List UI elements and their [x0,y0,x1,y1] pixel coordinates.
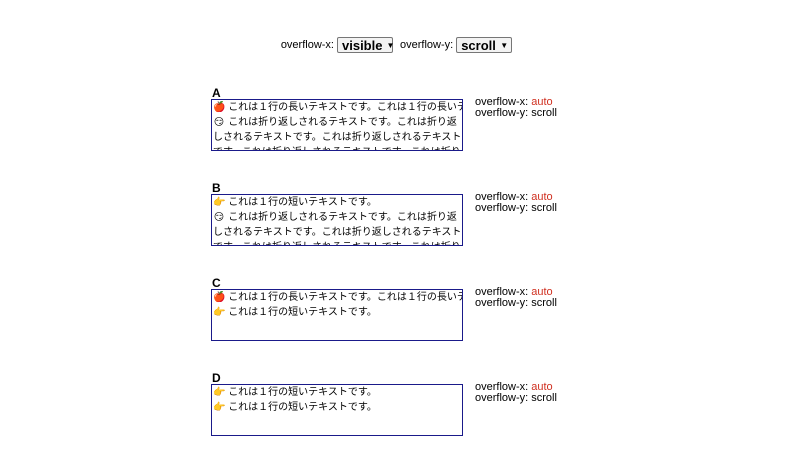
case-label: D [212,371,221,385]
overflow-y-label: overflow-y: [400,39,454,51]
case-label: B [212,181,221,195]
wrap-text: これは折り返しされるテキストです。これは折り返しされるテキストです。これは折り返… [213,117,462,150]
info-x-value: auto [531,191,553,203]
info-x-value: auto [531,96,553,108]
text-line: 🍎 これは１行の長いテキストです。これは１行の長いテキストです。 [212,290,462,305]
wrap-text-block: 😏 これは折り返しされるテキストです。これは折り返しされるテキストです。これは折… [212,115,462,150]
text-line: 👉 これは１行の短いテキストです。 [212,195,462,210]
overflow-info: overflow-x: auto overflow-y: scroll [475,287,557,309]
short-text: これは１行の短いテキストです。 [228,307,377,318]
info-x-value: auto [531,381,553,393]
scroll-box-a[interactable]: 🍎 これは１行の長いテキストです。これは１行の長いテキストです。 😏 これは折り… [211,99,463,151]
pointing-right-icon: 👉 [213,197,226,208]
text-line: 🍎 これは１行の長いテキストです。これは１行の長いテキストです。 [212,100,462,115]
info-y-value: scroll [531,107,557,119]
case-label: C [212,276,221,290]
short-text: これは１行の短いテキストです。 [228,402,377,413]
overflow-controls: overflow-x: visible ▼ overflow-y: scroll… [0,37,800,53]
smirk-face-icon: 😏 [213,212,225,223]
long-text: これは１行の長いテキストです。これは１行の長いテキストです。 [228,102,462,113]
overflow-info: overflow-x: auto overflow-y: scroll [475,382,557,404]
short-text: これは１行の短いテキストです。 [228,197,377,208]
overflow-x-label: overflow-x: [280,39,334,51]
apple-icon: 🍎 [213,292,226,303]
overflow-info: overflow-x: auto overflow-y: scroll [475,97,557,119]
short-text: これは１行の短いテキストです。 [228,387,377,398]
scroll-box-b[interactable]: 👉 これは１行の短いテキストです。 😏 これは折り返しされるテキストです。これは… [211,194,463,246]
long-text: これは１行の長いテキストです。これは１行の長いテキストです。 [228,292,462,303]
wrap-text: これは折り返しされるテキストです。これは折り返しされるテキストです。これは折り返… [213,212,462,245]
info-y-label: overflow-y: [475,202,529,214]
info-x-value: auto [531,286,553,298]
info-x-label: overflow-x: [475,381,529,393]
text-line: 👉 これは１行の短いテキストです。 [212,385,462,400]
case-label: A [212,86,221,100]
scroll-box-c[interactable]: 🍎 これは１行の長いテキストです。これは１行の長いテキストです。 👉 これは１行… [211,289,463,341]
overflow-x-selected-value: visible [342,37,383,53]
chevron-down-icon: ▼ [500,40,509,50]
info-y-label: overflow-y: [475,107,529,119]
chevron-down-icon: ▼ [386,40,395,50]
info-x-label: overflow-x: [475,96,529,108]
pointing-right-icon: 👉 [213,402,226,413]
apple-icon: 🍎 [213,102,226,113]
overflow-x-select[interactable]: visible ▼ [337,37,395,53]
smirk-face-icon: 😏 [213,117,225,128]
pointing-right-icon: 👉 [213,387,226,398]
info-x-label: overflow-x: [475,191,529,203]
text-line: 👉 これは１行の短いテキストです。 [212,305,462,320]
info-y-value: scroll [531,202,557,214]
info-y-label: overflow-y: [475,297,529,309]
pointing-right-icon: 👉 [213,307,226,318]
overflow-y-selected-value: scroll [461,37,496,53]
overflow-info: overflow-x: auto overflow-y: scroll [475,192,557,214]
wrap-text-block: 😏 これは折り返しされるテキストです。これは折り返しされるテキストです。これは折… [212,210,462,245]
overflow-y-select[interactable]: scroll ▼ [456,37,513,53]
info-y-value: scroll [531,392,557,404]
info-y-label: overflow-y: [475,392,529,404]
info-x-label: overflow-x: [475,286,529,298]
text-line: 👉 これは１行の短いテキストです。 [212,400,462,415]
scroll-box-d[interactable]: 👉 これは１行の短いテキストです。 👉 これは１行の短いテキストです。 [211,384,463,436]
info-y-value: scroll [531,297,557,309]
